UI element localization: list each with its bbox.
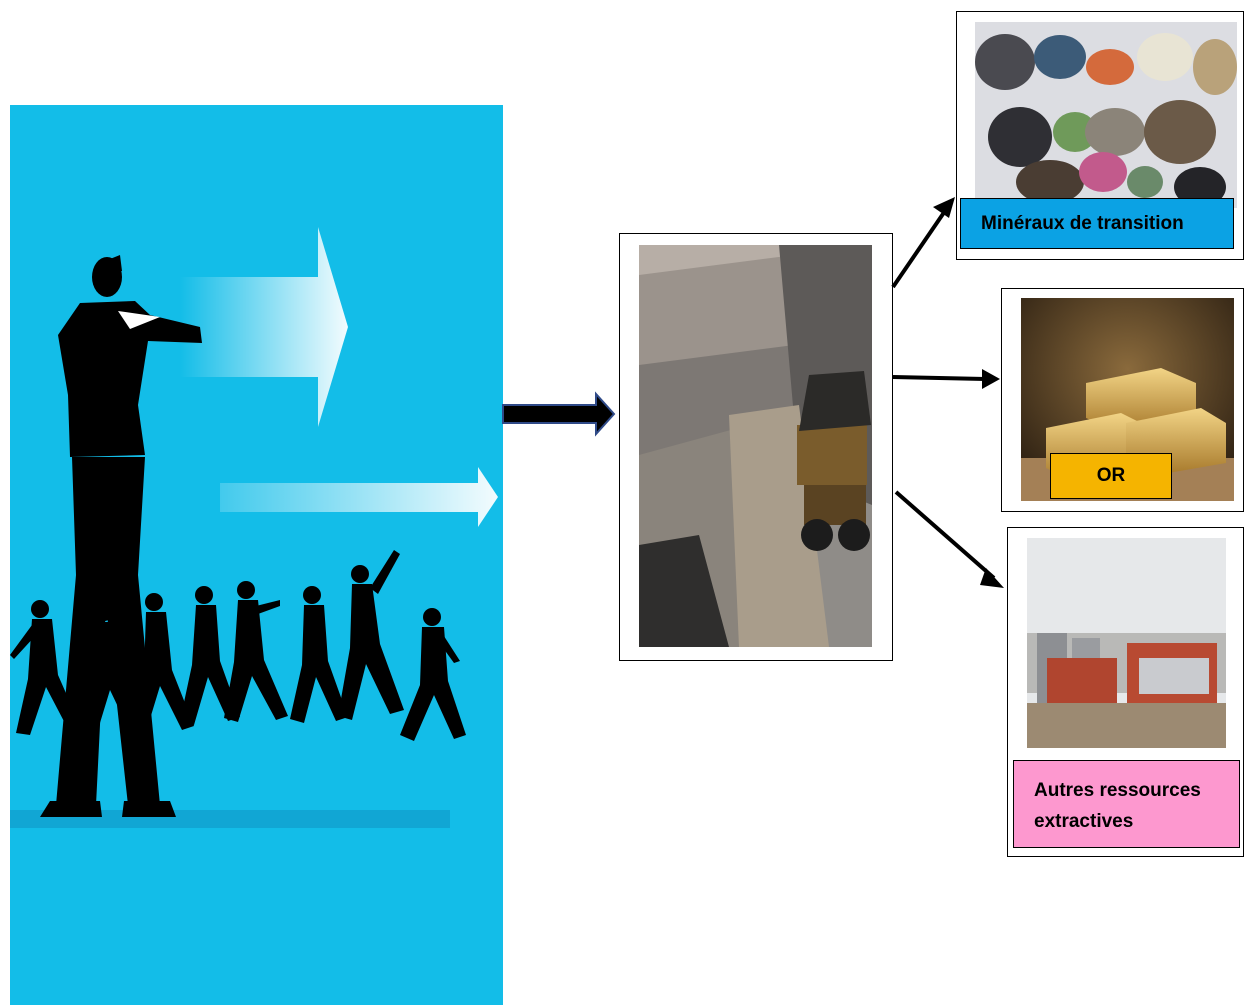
gold-frame: OR [1001,288,1244,512]
running-crowd [10,550,466,741]
assorted-minerals-art [975,22,1237,208]
arrow-mine-to-minerals [891,197,955,289]
minerals-label: Minéraux de transition [960,198,1234,249]
minerals-photo [975,22,1237,208]
arrow-leader-to-mine [502,391,616,437]
arrow-mine-to-extractive [894,490,1004,588]
leader-figure [40,255,202,817]
gold-label: OR [1050,453,1172,499]
extractive-photo [1027,538,1226,748]
arrow-mine-to-gold [892,369,1000,389]
extractive-frame: Autres ressources extractives [1007,527,1244,857]
motion-arrow-lower [220,467,498,527]
haul-truck [797,371,871,551]
mine-photo [639,245,872,647]
open-pit-mine-art [639,245,872,647]
leader-illustration [10,105,503,1005]
extractive-label: Autres ressources extractives [1013,760,1240,848]
industrial-tanks-art [1027,538,1226,748]
motion-arrow-upper [180,227,348,427]
minerals-frame: Minéraux de transition [956,11,1244,260]
mine-frame [619,233,893,661]
leader-illustration-art [10,227,498,828]
